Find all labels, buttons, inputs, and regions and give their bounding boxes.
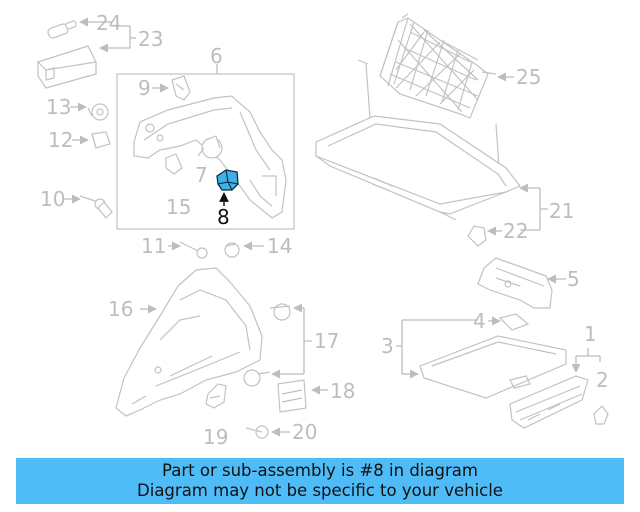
callout-10: 10 bbox=[40, 187, 65, 211]
callout-23: 23 bbox=[138, 27, 163, 51]
part-11-bolt bbox=[179, 241, 208, 259]
callout-25: 25 bbox=[516, 65, 541, 89]
part-20-bolt bbox=[245, 425, 269, 439]
part-24-bulb bbox=[47, 20, 77, 39]
part-4-pad bbox=[498, 313, 530, 331]
part-16-quarter-trim bbox=[115, 267, 263, 417]
callout-3: 3 bbox=[381, 334, 394, 358]
callout-1: 1 bbox=[584, 322, 597, 346]
callout-12: 12 bbox=[48, 128, 73, 152]
part-23-lamp-housing bbox=[37, 45, 97, 89]
callout-11: 11 bbox=[141, 234, 166, 258]
part-22-clip bbox=[467, 225, 487, 247]
part-17-clip-b bbox=[243, 369, 271, 387]
callout-15: 15 bbox=[166, 195, 191, 219]
part-8-highlighted bbox=[216, 169, 239, 191]
part-7-screw bbox=[197, 135, 223, 159]
callout-13: 13 bbox=[46, 95, 71, 119]
part-1-sill-plate bbox=[509, 375, 589, 429]
banner-line-disclaimer: Diagram may not be specific to your vehi… bbox=[137, 481, 503, 500]
callout-20: 20 bbox=[292, 420, 317, 444]
callout-6: 6 bbox=[210, 44, 223, 68]
callout-14: 14 bbox=[267, 234, 292, 258]
callout-19: 19 bbox=[203, 425, 228, 449]
part-17-clip-a bbox=[269, 303, 291, 321]
callout-22: 22 bbox=[503, 219, 528, 243]
callout-17: 17 bbox=[314, 329, 339, 353]
callout-9: 9 bbox=[138, 76, 151, 100]
banner-line-part-number: Part or sub-assembly is #8 in diagram bbox=[162, 461, 478, 480]
callout-8-highlighted: 8 bbox=[217, 205, 230, 229]
callout-7: 7 bbox=[195, 163, 208, 187]
callout-2: 2 bbox=[596, 368, 609, 392]
part-12-clip bbox=[91, 131, 111, 149]
callout-4: 4 bbox=[473, 309, 486, 333]
callout-18: 18 bbox=[330, 379, 355, 403]
part-13-clip bbox=[87, 103, 109, 121]
callout-21: 21 bbox=[549, 199, 574, 223]
callout-5: 5 bbox=[567, 267, 580, 291]
part-3-floor-board bbox=[419, 335, 567, 399]
callout-16: 16 bbox=[108, 297, 133, 321]
part-2-clip bbox=[593, 405, 609, 425]
part-15-clip bbox=[165, 153, 183, 175]
part-6-trim-panel bbox=[133, 95, 287, 219]
part-5-trim bbox=[477, 257, 553, 309]
part-18-plate bbox=[277, 379, 307, 413]
part-19-cover bbox=[205, 383, 227, 409]
part-21-tonneau-cover bbox=[315, 115, 521, 221]
part-9-clip bbox=[171, 75, 191, 101]
info-banner: Part or sub-assembly is #8 in diagram Di… bbox=[16, 458, 624, 504]
callout-24: 24 bbox=[96, 11, 121, 35]
part-10-bolt bbox=[79, 195, 113, 219]
part-14-bolt bbox=[224, 242, 240, 258]
